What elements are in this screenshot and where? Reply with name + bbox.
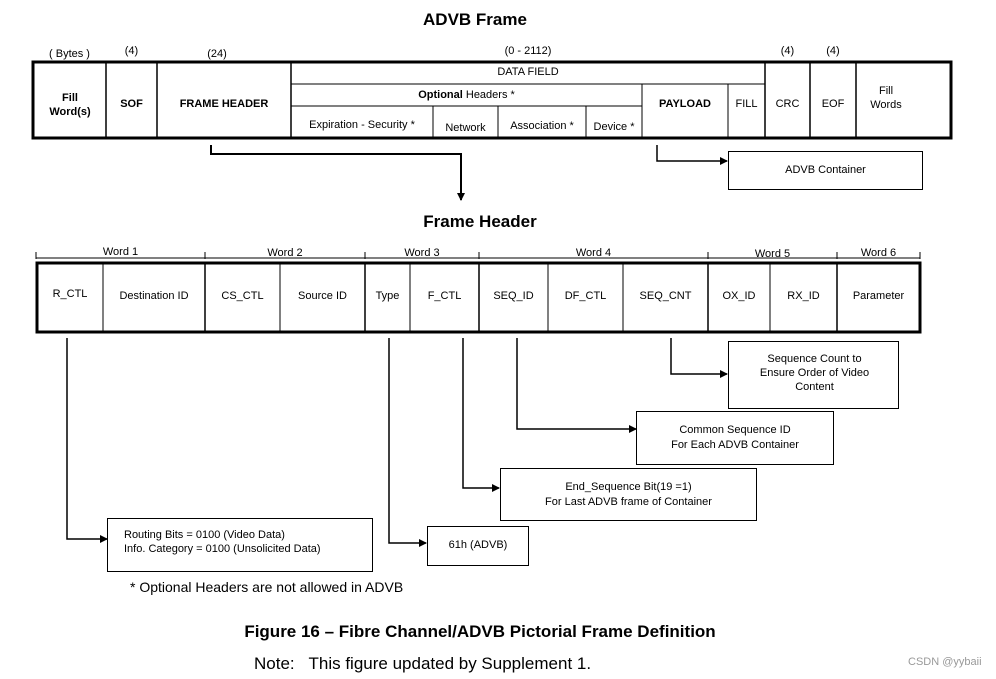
word-3-label: Word 3 — [404, 247, 440, 259]
seq-id-callout-line1: Common Sequence ID — [679, 424, 791, 436]
field-destination-id: Destination ID — [119, 290, 189, 302]
association-cell: Association * — [510, 120, 574, 132]
word-6-label: Word 6 — [860, 247, 897, 259]
fill-words-end: Fill Words — [870, 85, 902, 111]
field-source-id: Source ID — [298, 290, 347, 302]
field-cs-ctl: CS_CTL — [221, 290, 264, 302]
f-ctl-callout-line2: For Last ADVB frame of Container — [545, 496, 712, 508]
frame-header-cell: FRAME HEADER — [179, 98, 269, 110]
field-ox-id: OX_ID — [722, 290, 756, 302]
advb-container-box: ADVB Container — [728, 151, 923, 190]
fill-cell: FILL — [735, 98, 758, 110]
eof-cell: EOF — [821, 98, 845, 110]
expiration-security-cell: Expiration - Security * — [309, 119, 415, 131]
f-ctl-callout-line1: End_Sequence Bit(19 =1) — [565, 481, 692, 493]
type-callout-text: 61h (ADVB) — [448, 539, 508, 551]
fill-words-start: Fill Word(s) — [49, 92, 91, 118]
watermark: CSDN @yybaii — [908, 656, 982, 668]
seq-id-callout: Common Sequence ID For Each ADVB Contain… — [636, 411, 834, 465]
field-r-ctl: R_CTL — [52, 288, 88, 300]
advb-container-label: ADVB Container — [785, 164, 866, 176]
seq-cnt-callout: Sequence Count to Ensure Order of Video … — [728, 341, 899, 409]
r-ctl-callout: Routing Bits = 0100 (Video Data) Info. C… — [107, 518, 373, 572]
field-rx-id: RX_ID — [787, 290, 820, 302]
data-field-label: DATA FIELD — [497, 66, 559, 78]
word-4-label: Word 4 — [575, 247, 612, 259]
seq-id-callout-line2: For Each ADVB Container — [671, 439, 799, 451]
frame-header-title: Frame Header — [423, 212, 537, 231]
header-size: (24) — [207, 48, 227, 60]
eof-size: (4) — [826, 45, 840, 57]
r-ctl-callout-line1: Routing Bits = 0100 (Video Data) — [124, 529, 285, 541]
figure-caption: Figure 16 – Fibre Channel/ADVB Pictorial… — [244, 622, 716, 641]
field-seq-id: SEQ_ID — [493, 290, 534, 302]
word-2-label: Word 2 — [267, 247, 303, 259]
word-1-label: Word 1 — [102, 246, 139, 258]
type-callout: 61h (ADVB) — [427, 526, 529, 566]
field-type: Type — [375, 290, 400, 302]
field-parameter: Parameter — [852, 290, 905, 302]
advb-frame-title: ADVB Frame — [423, 10, 527, 29]
network-cell: Network — [445, 122, 486, 134]
payload-cell: PAYLOAD — [659, 98, 711, 110]
field-df-ctl: DF_CTL — [564, 290, 607, 302]
figure-note: Note: This figure updated by Supplement … — [254, 654, 592, 673]
seq-cnt-callout-text: Sequence Count to Ensure Order of Video … — [759, 353, 870, 393]
data-size: (0 - 2112) — [504, 45, 552, 57]
advb-frame-border — [31, 60, 953, 140]
f-ctl-callout: End_Sequence Bit(19 =1) For Last ADVB fr… — [500, 468, 757, 521]
sof-size: (4) — [124, 45, 139, 57]
r-ctl-callout-line2: Info. Category = 0100 (Unsolicited Data) — [124, 543, 321, 555]
footnote: * Optional Headers are not allowed in AD… — [130, 579, 404, 595]
word-5-label: Word 5 — [754, 248, 791, 260]
crc-size: (4) — [780, 45, 795, 57]
optional-headers-label: Optional Headers * — [418, 89, 515, 101]
field-f-ctl: F_CTL — [427, 290, 462, 302]
device-cell: Device * — [593, 121, 635, 133]
field-seq-cnt: SEQ_CNT — [639, 290, 692, 302]
sof-cell: SOF — [120, 98, 143, 110]
bytes-label: ( Bytes ) — [49, 48, 90, 60]
crc-cell: CRC — [775, 98, 800, 110]
